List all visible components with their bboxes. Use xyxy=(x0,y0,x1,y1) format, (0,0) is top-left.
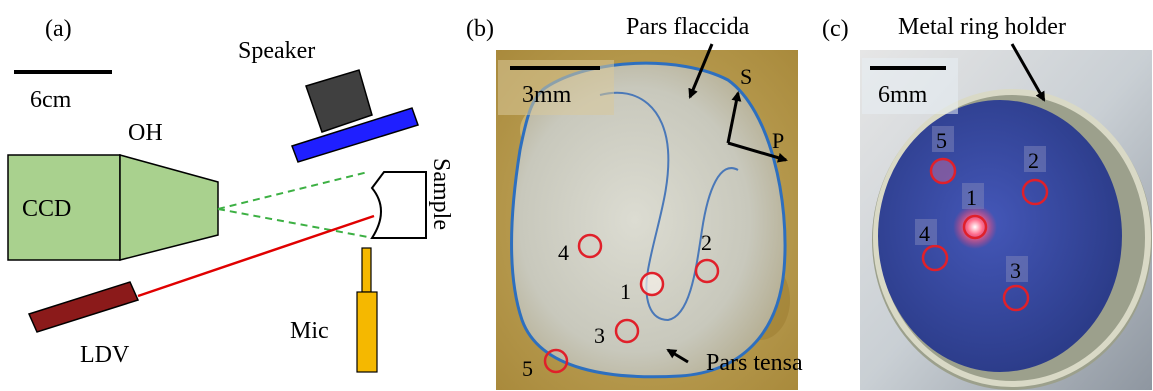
oh-label: OH xyxy=(128,120,163,146)
sample-label: Sample xyxy=(428,158,454,230)
speaker-label: Speaker xyxy=(238,38,315,64)
axis-s-label: S xyxy=(740,64,752,89)
panel-a: (a) 6cm OH CCD Speaker Sample xyxy=(7,16,454,373)
measurement-points-c: 1 2 3 4 5 xyxy=(915,126,1049,312)
holder-arrow xyxy=(1010,43,1046,102)
sample: Sample xyxy=(370,158,454,239)
blue-membrane-disk xyxy=(878,100,1122,372)
svg-text:3: 3 xyxy=(1010,258,1021,283)
speaker-body xyxy=(305,69,373,133)
axis-p-label: P xyxy=(772,128,784,153)
svg-text:4: 4 xyxy=(558,240,569,265)
svg-text:3: 3 xyxy=(594,323,605,348)
mic-body xyxy=(356,291,378,373)
panel-b-label: (b) xyxy=(466,16,494,42)
pars-flaccida-label: Pars flaccida xyxy=(626,14,750,40)
point-c-4: 4 xyxy=(915,219,949,272)
scale-bar-3mm-label: 3mm xyxy=(522,82,572,108)
ccd-label: CCD xyxy=(22,196,71,222)
holder-label: Metal ring holder xyxy=(898,14,1066,40)
metal-ring-holder xyxy=(872,89,1152,390)
point-c-2: 2 xyxy=(1021,146,1049,206)
ldv-label: LDV xyxy=(80,342,130,368)
panel-a-label: (a) xyxy=(45,16,72,42)
svg-text:2: 2 xyxy=(1028,148,1039,173)
speaker: Speaker xyxy=(238,38,419,163)
speaker-base xyxy=(291,107,419,163)
ccd-camera: CCD xyxy=(7,154,219,261)
laser-beam xyxy=(137,214,375,298)
ldv-body xyxy=(27,281,140,333)
panel-c: (c) 6mm Metal ring holder 1 2 xyxy=(822,14,1152,390)
svg-text:5: 5 xyxy=(522,356,533,381)
svg-text:1: 1 xyxy=(620,279,631,304)
pars-flaccida-arrow xyxy=(688,43,714,99)
orientation-axes: S P xyxy=(726,64,788,163)
pars-tensa-arrow xyxy=(666,348,689,364)
pars-tensa-label: Pars tensa xyxy=(706,350,803,376)
scale-bar-3mm: 3mm xyxy=(498,60,614,115)
mic-stem xyxy=(361,247,372,293)
svg-text:4: 4 xyxy=(919,221,930,246)
panel-b: (b) 3mm Pars flaccida S P Pars tensa 1 xyxy=(466,14,803,390)
point-c-1: 1 xyxy=(953,183,997,249)
scale-bar-6mm: 6mm xyxy=(862,58,958,114)
sample-holder xyxy=(370,171,427,239)
point-c-5: 5 xyxy=(929,126,957,185)
svg-text:1: 1 xyxy=(966,185,977,210)
objective-lens xyxy=(119,154,219,261)
svg-text:5: 5 xyxy=(936,128,947,153)
scale-bar-6mm-label: 6mm xyxy=(878,82,928,108)
point-c-3: 3 xyxy=(1002,256,1030,312)
mic-label: Mic xyxy=(290,318,329,344)
svg-text:2: 2 xyxy=(701,230,712,255)
point-b-2: 2 xyxy=(694,230,720,284)
microphone: Mic xyxy=(290,247,378,373)
scale-bar-6cm: 6cm xyxy=(14,70,112,113)
eardrum-membrane xyxy=(510,61,787,379)
point-b-5: 5 xyxy=(522,348,569,381)
ldv: LDV xyxy=(27,281,140,368)
point-b-1: 1 xyxy=(620,271,665,304)
point-b-4: 4 xyxy=(558,233,603,265)
measurement-points-b: 1 2 3 4 5 xyxy=(522,230,720,381)
scale-bar-6cm-label: 6cm xyxy=(30,87,72,113)
malleus-outline xyxy=(599,91,739,322)
point-b-3: 3 xyxy=(594,318,640,348)
camera-view-lines xyxy=(217,171,369,238)
panel-c-label: (c) xyxy=(822,16,849,42)
